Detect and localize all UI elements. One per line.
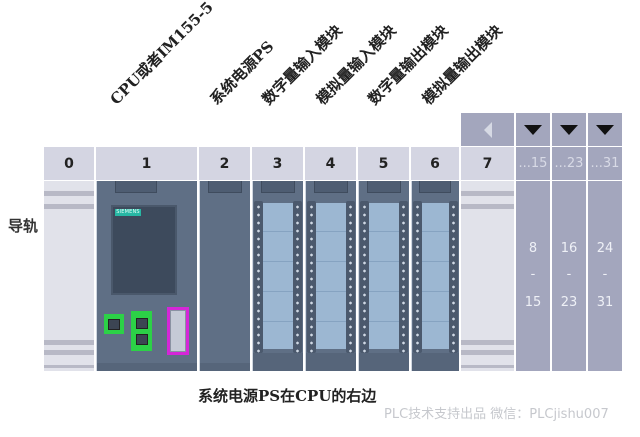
digital-input-module[interactable] — [252, 181, 303, 371]
led-strip-left — [254, 201, 263, 353]
range-end: 23 — [560, 295, 578, 310]
range-dash: - — [602, 267, 608, 282]
top-connector — [208, 181, 242, 193]
led-strip-left — [307, 201, 316, 353]
top-connector — [419, 181, 451, 193]
siemens-logo: SIEMENS — [115, 209, 141, 216]
triangle-down-icon — [596, 124, 614, 135]
slot-header-5[interactable]: 5 — [358, 147, 409, 180]
expand-slots-31-button[interactable] — [588, 113, 622, 146]
module-bottom — [200, 363, 250, 371]
slot-7-rail[interactable] — [461, 181, 514, 371]
rail-stripe — [461, 340, 514, 345]
led-strip-right — [399, 201, 408, 353]
ethernet-jack-icon — [135, 333, 148, 345]
power-supply-module[interactable] — [199, 181, 250, 371]
slot-header-6[interactable]: 6 — [411, 147, 459, 180]
slot-header-ext-23[interactable]: ...23 — [552, 147, 586, 180]
ethernet-jack-icon — [135, 317, 148, 329]
top-connector — [367, 181, 401, 193]
slot-header-2[interactable]: 2 — [199, 147, 250, 180]
led-strip-right — [346, 201, 355, 353]
rail-stripe — [461, 350, 514, 355]
module-bottom — [97, 363, 197, 371]
cpu-display: SIEMENS — [111, 205, 177, 295]
module-bottom — [306, 353, 356, 371]
diagram-caption: 系统电源PS在CPU的右边 — [198, 387, 377, 405]
profibus-dsub-port[interactable] — [167, 307, 189, 355]
slot-header-4[interactable]: 4 — [305, 147, 356, 180]
range-dash: - — [530, 267, 536, 282]
range-start: 24 — [596, 241, 614, 256]
triangle-down-icon — [524, 124, 542, 135]
slot-0-rail[interactable] — [44, 181, 94, 371]
module-bottom — [359, 353, 409, 371]
range-start: 16 — [560, 241, 578, 256]
rail-label: 导轨 — [8, 217, 39, 235]
rail-stripe — [44, 204, 94, 209]
io-label-panel — [316, 203, 346, 349]
analog-output-module[interactable] — [411, 181, 459, 371]
module-bottom — [253, 353, 303, 371]
module-bottom — [412, 353, 459, 371]
expand-slots-23-button[interactable] — [552, 113, 586, 146]
triangle-down-icon — [560, 124, 578, 135]
io-label-panel — [263, 203, 293, 349]
led-strip-right — [449, 201, 458, 353]
range-start: 8 — [528, 241, 538, 256]
slot-header-0[interactable]: 0 — [44, 147, 94, 180]
slots-16-23-collapsed[interactable]: 16 - 23 — [552, 181, 586, 371]
triangle-left-icon — [483, 121, 492, 138]
dsub-connector-icon — [170, 310, 186, 352]
led-strip-left — [413, 201, 422, 353]
io-label-panel — [369, 203, 399, 349]
analog-input-module[interactable] — [305, 181, 356, 371]
led-strip-right — [293, 201, 302, 353]
digital-output-module[interactable] — [358, 181, 409, 371]
range-end: 31 — [596, 295, 614, 310]
rail-stripe — [44, 191, 94, 196]
slot-header-3[interactable]: 3 — [252, 147, 303, 180]
profinet-port-x2[interactable] — [131, 311, 152, 351]
label-cpu: CPU或者IM155-5 — [106, 0, 217, 109]
led-strip-left — [360, 201, 369, 353]
slot-header-7[interactable]: 7 — [461, 147, 514, 180]
rail-stripe — [461, 191, 514, 196]
slot-header-1[interactable]: 1 — [96, 147, 197, 180]
top-connector — [115, 181, 157, 193]
slots-24-31-collapsed[interactable]: 24 - 31 — [588, 181, 622, 371]
rail-stripe — [44, 340, 94, 345]
io-label-panel — [422, 203, 449, 349]
rail-stripe — [461, 204, 514, 209]
slot-header-ext-31[interactable]: ...31 — [588, 147, 622, 180]
slot-header-ext-15[interactable]: ...15 — [516, 147, 550, 180]
watermark: PLC技术支持出品 微信：PLCjishu007 — [384, 407, 609, 422]
cpu-module[interactable]: SIEMENS — [96, 181, 197, 371]
range-end: 15 — [524, 295, 542, 310]
rail-stripe — [44, 350, 94, 355]
rail-stripe — [461, 365, 514, 368]
top-connector — [261, 181, 295, 193]
top-connector — [314, 181, 348, 193]
rail-stripe — [44, 365, 94, 368]
ethernet-jack-icon — [108, 318, 120, 330]
expand-slots-15-button[interactable] — [516, 113, 550, 146]
slots-8-15-collapsed[interactable]: 8 - 15 — [516, 181, 550, 371]
profinet-port-x1[interactable] — [104, 314, 124, 334]
scroll-left-button[interactable] — [461, 113, 514, 146]
range-dash: - — [566, 267, 572, 282]
